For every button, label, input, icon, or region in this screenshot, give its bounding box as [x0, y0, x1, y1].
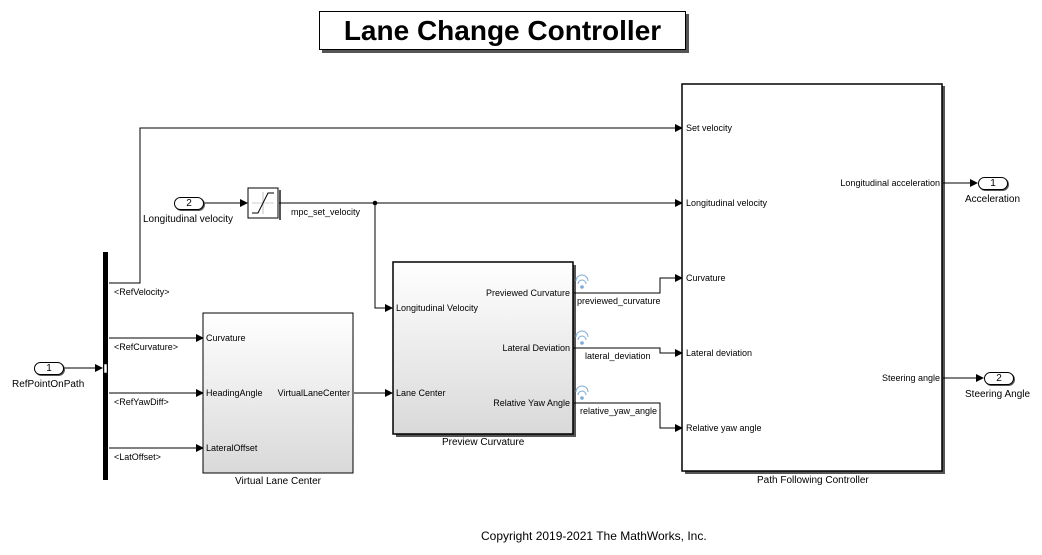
path-following-controller-block[interactable]: [681, 83, 943, 472]
pfc-output-port-label: Longitudinal acceleration: [840, 178, 940, 188]
pfc-input-port-label: Relative yaw angle: [686, 423, 762, 433]
preview-input-port-label: Longitudinal Velocity: [396, 303, 479, 313]
vlc-input-port-label: HeadingAngle: [206, 388, 263, 398]
preview-input-port-label: Lane Center: [396, 388, 446, 398]
vlc-input-port-label: LateralOffset: [206, 443, 258, 453]
pfc-output-port-label: Steering angle: [881, 373, 940, 383]
bus-signal-label: <RefYawDiff>: [114, 397, 169, 407]
outport-1[interactable]: 1: [978, 177, 1008, 190]
page-title: Lane Change Controller: [343, 14, 662, 46]
saturation-block[interactable]: [247, 187, 279, 219]
signal-line[interactable]: [109, 124, 683, 284]
signal-name-label: mpc_set_velocity: [291, 207, 361, 217]
log-signal-icon[interactable]: [575, 274, 589, 289]
bus-signal-label: <RefCurvature>: [114, 342, 179, 352]
outport-2[interactable]: 2: [984, 372, 1014, 385]
bus-signal-label: <RefVelocity>: [114, 287, 170, 297]
preview-output-port-label: Lateral Deviation: [502, 343, 570, 353]
vlc-input-port-label: Curvature: [206, 333, 246, 343]
preview-block-name: Preview Curvature: [442, 437, 525, 448]
signal-name-label: previewed_curvature: [577, 296, 661, 306]
pfc-input-port-label: Curvature: [686, 273, 726, 283]
signal-name-label: lateral_deviation: [585, 351, 651, 361]
inport-1[interactable]: 1: [34, 362, 64, 375]
log-signal-icon[interactable]: [575, 385, 589, 400]
virtual-lane-center-block[interactable]: [202, 312, 354, 474]
vlc-block-name: Virtual Lane Center: [235, 476, 321, 487]
signal-line[interactable]: [574, 402, 683, 432]
title-annotation: Lane Change Controller: [319, 11, 686, 50]
preview-curvature-block[interactable]: [392, 261, 574, 435]
copyright-note: Copyright 2019-2021 The MathWorks, Inc.: [481, 529, 707, 543]
inport-1-label: RefPointOnPath: [12, 379, 85, 390]
pfc-input-port-label: Lateral deviation: [686, 348, 753, 358]
signal-line[interactable]: [574, 274, 683, 294]
pfc-block-name: Path Following Controller: [757, 475, 869, 486]
outport-1-label: Acceleration: [965, 194, 1021, 205]
outport-2-label: Steering Angle: [965, 389, 1031, 400]
preview-output-port-label: Previewed Curvature: [485, 288, 570, 298]
inport-2-label: Longitudinal velocity: [143, 214, 234, 225]
log-signal-icon[interactable]: [575, 330, 589, 345]
vlc-output-port-label: VirtualLaneCenter: [277, 388, 350, 398]
signal-line[interactable]: [574, 347, 683, 357]
pfc-input-port-label: Set velocity: [686, 123, 733, 133]
preview-output-port-label: Relative Yaw Angle: [493, 398, 570, 408]
inport-2[interactable]: 2: [174, 197, 204, 210]
pfc-input-port-label: Longitudinal velocity: [686, 198, 768, 208]
bus-signal-label: <LatOffset>: [114, 452, 161, 462]
signal-line[interactable]: [374, 203, 393, 312]
signal-name-label: relative_yaw_angle: [580, 406, 658, 416]
